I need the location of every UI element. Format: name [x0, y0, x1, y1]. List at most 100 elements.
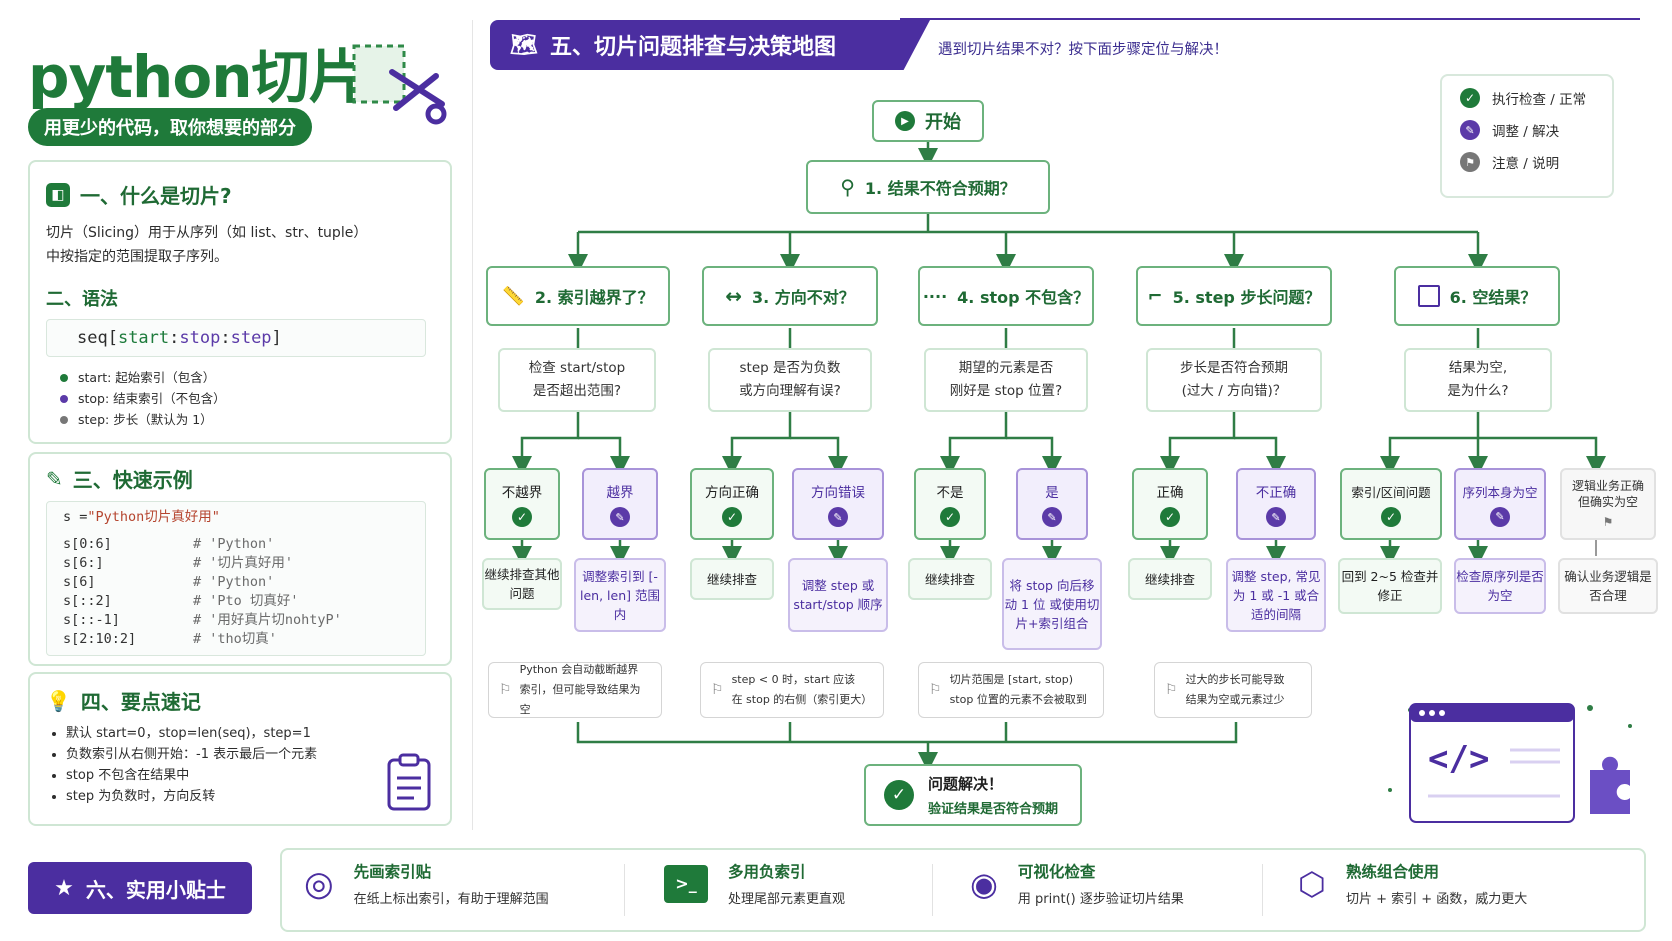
- flag-icon: ⚐: [929, 682, 942, 698]
- action: 继续排查: [690, 558, 774, 600]
- example-row: s[6:]# '切片真好用': [63, 555, 294, 571]
- action: 继续排查其他问题: [482, 558, 562, 610]
- check-icon: ✓: [722, 507, 742, 527]
- section-syntax-title: 二、语法: [46, 289, 118, 310]
- wrench-icon: ✎: [828, 507, 848, 527]
- syntax-bullet-step: step: 步长（默认为 1）: [60, 409, 450, 430]
- action: 将 stop 向后移动 1 位 或使用切片+索引组合: [1002, 558, 1102, 650]
- branch-fix: 是✎: [1016, 468, 1088, 540]
- flag-icon: ⚐: [711, 682, 724, 698]
- note: ⚐切片范围是 [start, stop)stop 位置的元素不会被取到: [918, 662, 1104, 718]
- question-step: ⌐5. step 步长问题？: [1136, 266, 1332, 326]
- branch-note: 逻辑业务正确但确实为空⚑: [1560, 468, 1656, 540]
- flow-root-question: ⚲ 1. 结果不符合预期？: [806, 160, 1050, 214]
- branch-ok: 方向正确✓: [690, 468, 774, 540]
- branch-fix: 越界✎: [582, 468, 658, 540]
- flowchart-banner: 🗺 五、切片问题排查与决策地图: [490, 20, 930, 70]
- tip-item: ◎ 先画索引贴在纸上标出索引，有助于理解范围: [304, 863, 549, 907]
- section-memo-title: 四、要点速记: [80, 690, 201, 714]
- example-row: s[0:6]# 'Python': [63, 536, 275, 552]
- steps-icon: ⌐: [1147, 285, 1163, 307]
- flag-icon: ⚐: [1165, 682, 1178, 698]
- branch-ok: 不是✓: [914, 468, 986, 540]
- star-icon: ★: [54, 875, 74, 901]
- wrench-icon: ✎: [1266, 507, 1286, 527]
- check-icon: ✓: [1381, 506, 1401, 527]
- question-desc: 期望的元素是否刚好是 stop 位置?: [924, 348, 1088, 412]
- action: 继续排查: [908, 558, 992, 600]
- legend-item-fix: ✎调整 / 解决: [1460, 120, 1612, 140]
- note: ⚐过大的步长可能导致结果为空或元素过少: [1154, 662, 1312, 718]
- pencil-icon: ✎: [46, 466, 63, 491]
- brand-title: python切片: [28, 43, 366, 111]
- question-stop-exclusive: ····4. stop 不包含？: [918, 266, 1094, 326]
- question-desc: 步长是否符合预期(过大 / 方向错)？: [1146, 348, 1322, 412]
- question-empty-result: 6. 空结果？: [1394, 266, 1560, 326]
- branch-ok: 正确✓: [1132, 468, 1208, 540]
- action: 调整 step 或 start/stop 顺序: [788, 558, 888, 632]
- action: 检查原序列是否为空: [1454, 558, 1546, 614]
- memo-item: 负数索引从右侧开始：-1 表示最后一个元素: [66, 744, 450, 765]
- flow-end: ✓ 问题解决！ 验证结果是否符合预期: [864, 764, 1082, 826]
- syntax-bullet-stop: stop: 结束索引（不包含）: [60, 388, 450, 409]
- example-row: s[::2]# 'Pto 切真好': [63, 593, 299, 609]
- legend: ✓执行检查 / 正常 ✎调整 / 解决 ⚑注意 / 说明: [1440, 74, 1614, 198]
- eye-icon: ◉: [970, 864, 998, 903]
- play-icon: ▶: [895, 111, 915, 131]
- action: 继续排查: [1128, 558, 1212, 600]
- intro-panel: ◧ 一、什么是切片? 切片（Slicing）用于从序列（如 list、str、t…: [28, 160, 452, 444]
- section-examples-title: 三、快速示例: [72, 468, 193, 492]
- wrench-icon: ✎: [1460, 120, 1480, 140]
- tips-panel: ◎ 先画索引贴在纸上标出索引，有助于理解范围 >_ 多用负索引处理尾部元素更直观…: [280, 848, 1646, 932]
- check-icon: ✓: [1160, 507, 1180, 527]
- example-row: s[::-1]# '用好真片切nohtyP': [63, 612, 342, 628]
- intro-text-line1: 切片（Slicing）用于从序列（如 list、str、tuple）: [46, 225, 368, 241]
- note: ⚐step < 0 时，start 应该在 stop 的右侧（索引更大）: [700, 662, 884, 718]
- example-row: s[6]# 'Python': [63, 574, 275, 590]
- section-examples-heading: ✎ 三、快速示例: [46, 464, 450, 493]
- wrench-icon: ✎: [1490, 506, 1510, 527]
- question-direction: ↔3. 方向不对？: [702, 266, 878, 326]
- arrows-icon: ↔: [725, 284, 742, 308]
- scissors-icon: [352, 42, 452, 136]
- branch-ok: 索引/区间问题✓: [1340, 468, 1442, 540]
- flow-start: ▶ 开始: [872, 100, 984, 142]
- tip-item: ⬡ 熟练组合使用切片 + 索引 + 函数，威力更大: [1298, 863, 1528, 907]
- flag-icon: ⚑: [1602, 515, 1614, 529]
- check-icon: ✓: [884, 780, 914, 810]
- target-icon: ◎: [304, 863, 334, 904]
- lightbulb-icon: 💡: [46, 688, 71, 713]
- cube-icon: ⬡: [1298, 864, 1326, 903]
- branch-fix: 方向错误✎: [792, 468, 884, 540]
- terminal-icon: >_: [664, 864, 708, 903]
- slice-section-icon: ◧: [46, 182, 70, 207]
- square-icon: [1417, 285, 1440, 307]
- branch-fix: 不正确✎: [1236, 468, 1316, 540]
- banner-title: 五、切片问题排查与决策地图: [549, 35, 836, 60]
- check-icon: ✓: [940, 507, 960, 527]
- example-row: s[2:10:2]# 'tho切真': [63, 631, 277, 647]
- action: 回到 2~5 检查并修正: [1338, 558, 1442, 614]
- svg-text:</>: </>: [1428, 739, 1489, 779]
- examples-code: s = "Python切片真好用" s[0:6]# 'Python' s[6:]…: [46, 501, 426, 656]
- ruler-icon: 📏: [502, 285, 525, 307]
- syntax-code: seq[start:stop:step]: [46, 319, 426, 357]
- section-what-title: 一、什么是切片?: [80, 184, 232, 208]
- flag-icon: ⚐: [499, 682, 512, 698]
- wrench-icon: ✎: [610, 507, 630, 527]
- question-desc: step 是否为负数或方向理解有误?: [708, 348, 872, 412]
- action: 调整 step, 常见为 1 或 -1 或合适的间隔: [1226, 558, 1326, 632]
- clipboard-icon: [386, 752, 432, 816]
- tagline: 用更少的代码，取你想要的部分: [28, 108, 312, 146]
- check-icon: ✓: [1460, 88, 1480, 108]
- memo-item: step 为负数时，方向反转: [66, 786, 450, 807]
- memo-item: stop 不包含在结果中: [66, 765, 450, 786]
- tip-item: ◉ 可视化检查用 print() 逐步验证切片结果: [970, 863, 1184, 907]
- wrench-icon: ✎: [1042, 507, 1062, 527]
- tips-heading: ★ 六、实用小贴士: [28, 862, 252, 914]
- section-what-heading: ◧ 一、什么是切片?: [46, 180, 450, 209]
- action: 调整索引到 [-len, len] 范围内: [574, 558, 666, 632]
- dots-icon: ····: [922, 286, 948, 306]
